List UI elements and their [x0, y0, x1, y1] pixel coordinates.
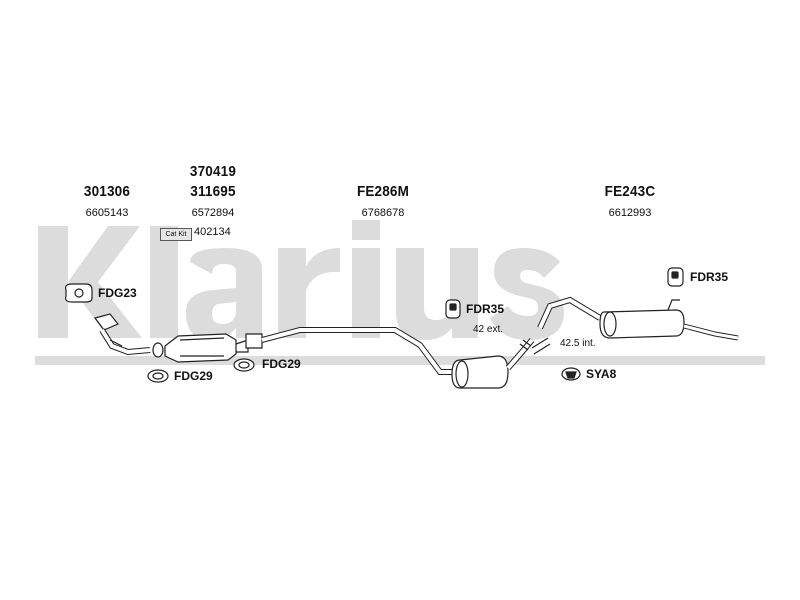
hanger-fdr35-mid-shape	[445, 299, 461, 319]
part-number-311695: 311695	[190, 183, 236, 200]
note-42-ext: 42 ext.	[473, 324, 504, 335]
part-number-fe286m: FE286M	[356, 183, 410, 200]
fitting-label-sya8: SYA8	[586, 367, 617, 381]
front-downpipe	[93, 313, 151, 356]
ref-number-6612993: 6612993	[608, 207, 652, 219]
catalytic-converter-shape	[164, 333, 249, 363]
front-flange	[152, 342, 164, 358]
part-number-fe243c: FE243C	[604, 183, 656, 200]
fitting-label-fdg29-b: FDG29	[262, 357, 301, 371]
center-silencer-shape	[451, 355, 509, 389]
fitting-label-fdg23: FDG23	[98, 286, 137, 300]
gasket-fdg23-shape	[65, 283, 93, 303]
joint-cut-mark-front	[519, 339, 532, 351]
part-number-301306: 301306	[83, 183, 131, 200]
part-number-370419: 370419	[189, 163, 237, 180]
ref-number-6605143: 6605143	[85, 207, 129, 219]
catkit-number-402134: 402134	[194, 226, 231, 238]
fitting-label-fdr35-mid: FDR35	[466, 302, 505, 316]
hanger-fdr35-rear-shape	[667, 267, 684, 287]
clamp-sya8-shape	[561, 367, 581, 381]
fitting-label-fdr35-rear: FDR35	[690, 270, 729, 284]
joint-cut-mark-rear	[531, 337, 551, 355]
ref-number-6768678: 6768678	[361, 207, 405, 219]
gasket-fdg29-b-shape	[233, 358, 255, 372]
fitting-label-fdg29-a: FDG29	[174, 369, 213, 383]
ref-number-6572894: 6572894	[191, 207, 235, 219]
gasket-fdg29-a-shape	[147, 369, 169, 383]
rear-silencer-shape	[599, 299, 685, 339]
watermark-underline	[35, 356, 765, 365]
cat-rear-flange	[245, 333, 263, 349]
note-42-5-int: 42.5 int.	[560, 338, 596, 349]
cat-kit-badge: Cat Kit	[160, 228, 192, 241]
